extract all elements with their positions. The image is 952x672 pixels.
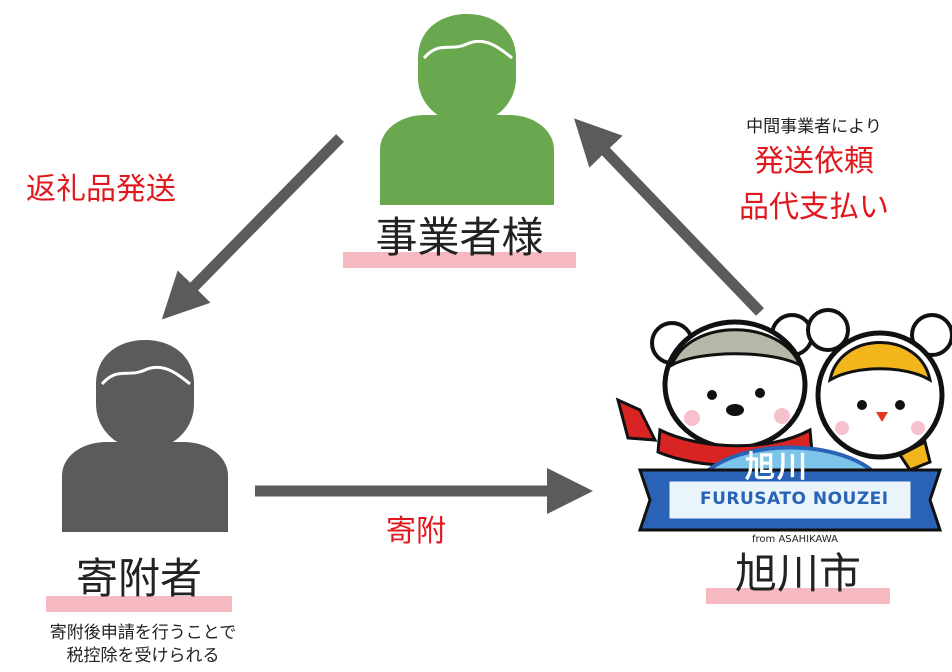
donation-label: 寄附 xyxy=(386,514,446,549)
donor-person-icon xyxy=(62,340,228,532)
city-label-highlight xyxy=(706,588,890,604)
shipping-label: 返礼品発送 xyxy=(26,172,176,207)
logo-kanji: 旭川 xyxy=(745,450,809,485)
request-line1: 発送依頼 xyxy=(754,144,874,179)
business-label: 事業者様 xyxy=(375,213,544,262)
request-line2: 品代支払い xyxy=(739,190,889,225)
business-person-icon xyxy=(380,14,554,205)
donor-label: 寄附者 xyxy=(75,554,202,603)
donor-note-line2: 税控除を受けられる xyxy=(66,646,220,666)
arrow-request xyxy=(573,118,764,316)
business-label-highlight xyxy=(343,252,576,268)
request-caption: 中間事業者により xyxy=(746,117,882,137)
furusato-nouzei-logo xyxy=(615,308,952,532)
arrow-shipping xyxy=(161,134,344,320)
logo-subtitle: from ASAHIKAWA xyxy=(752,534,838,545)
donor-note-line1: 寄附後申請を行うことで xyxy=(49,623,237,643)
donor-label-highlight xyxy=(46,596,232,612)
logo-title: FURUSATO NOUZEI xyxy=(700,489,889,509)
city-label: 旭川市 xyxy=(734,549,861,598)
